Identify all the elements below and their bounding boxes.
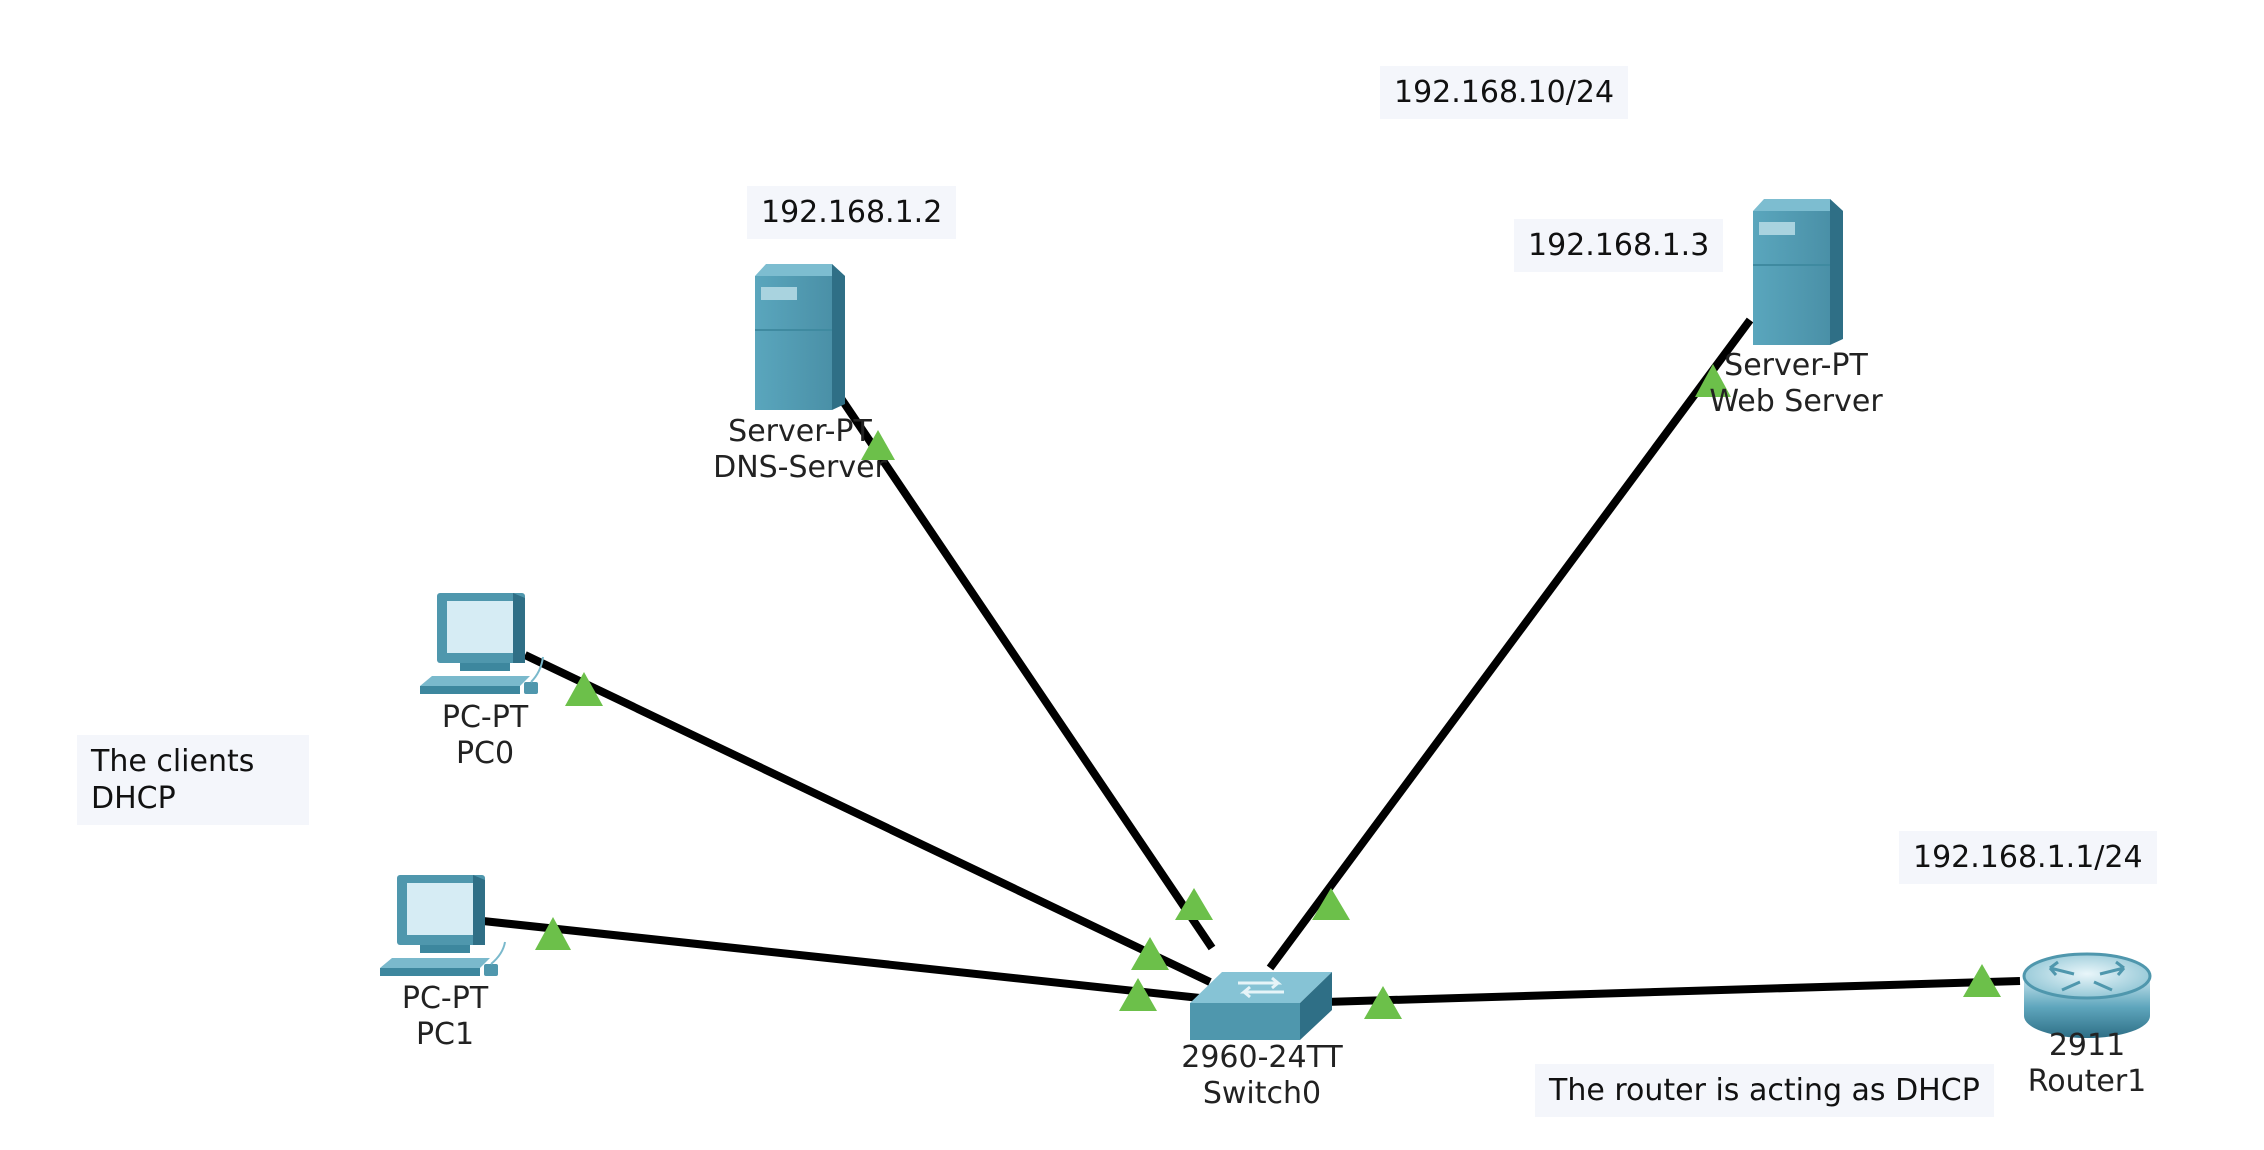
switch0-icon[interactable] <box>1190 972 1332 1040</box>
router1-label: 2911 Router1 <box>2028 1028 2147 1100</box>
clients-note: The clients DHCP <box>77 735 309 825</box>
network-address: 192.168.10/24 <box>1394 75 1615 110</box>
web-server-label: Server-PT Web Server <box>1709 348 1882 420</box>
pc1-icon[interactable] <box>380 875 506 976</box>
dns-server-model: Server-PT <box>728 414 872 449</box>
link-switch-router[interactable] <box>1324 977 2021 1006</box>
router-ip: 192.168.1.1/24 <box>1913 840 2143 875</box>
link-up-indicator <box>535 917 571 950</box>
pc1-name: PC1 <box>415 1017 475 1052</box>
router1-name: Router1 <box>2027 1064 2147 1099</box>
link-up-indicator <box>1695 364 1731 397</box>
link-pc1-switch[interactable] <box>482 917 1201 1002</box>
link-up-indicator <box>861 430 895 460</box>
pc0-name: PC0 <box>455 736 515 771</box>
link-up-indicator <box>1963 964 2001 997</box>
web-server-icon[interactable] <box>1753 199 1843 345</box>
dns-server-name: DNS-Server <box>713 450 887 485</box>
link-up-indicator <box>1312 888 1350 920</box>
links <box>482 317 2021 1006</box>
link-up-indicator <box>1364 986 1402 1019</box>
pc1-model: PC-PT <box>401 981 489 1016</box>
web-server-name: Web Server <box>1709 384 1883 419</box>
pc0-model: PC-PT <box>441 700 529 735</box>
link-dns-switch[interactable] <box>828 382 1216 951</box>
dns-ip: 192.168.1.2 <box>761 195 943 230</box>
clients-note-line2: DHCP <box>91 781 176 816</box>
web-ip: 192.168.1.3 <box>1528 228 1710 263</box>
pc1-label: PC-PT PC1 <box>402 981 488 1053</box>
clients-note-line1: The clients <box>91 744 255 779</box>
link-status-indicators <box>535 364 2001 1019</box>
network-address-note: 192.168.10/24 <box>1380 66 1629 119</box>
link-up-indicator <box>565 672 603 706</box>
dns-ip-note: 192.168.1.2 <box>747 186 957 239</box>
link-web-switch[interactable] <box>1266 317 1754 971</box>
router1-icon[interactable] <box>2022 952 2152 1038</box>
switch0-model: 2960-24TT <box>1181 1040 1343 1075</box>
pc0-icon[interactable] <box>420 593 544 694</box>
router-ip-note: 192.168.1.1/24 <box>1899 831 2157 884</box>
router1-model: 2911 <box>2048 1028 2126 1063</box>
link-up-indicator <box>1119 978 1157 1011</box>
link-up-indicator <box>1175 888 1213 920</box>
dns-server-label: Server-PT DNS-Server <box>713 414 887 486</box>
pc0-label: PC-PT PC0 <box>442 700 528 772</box>
switch0-label: 2960-24TT Switch0 <box>1181 1040 1342 1112</box>
web-ip-note: 192.168.1.3 <box>1514 219 1724 272</box>
web-server-model: Server-PT <box>1724 348 1868 383</box>
router-dhcp-note: The router is acting as DHCP <box>1535 1064 1994 1117</box>
router-dhcp-text: The router is acting as DHCP <box>1549 1073 1980 1108</box>
switch0-name: Switch0 <box>1202 1076 1322 1111</box>
dns-server-icon[interactable] <box>755 264 845 410</box>
link-pc0-switch[interactable] <box>523 651 1212 986</box>
link-up-indicator <box>1131 937 1169 970</box>
